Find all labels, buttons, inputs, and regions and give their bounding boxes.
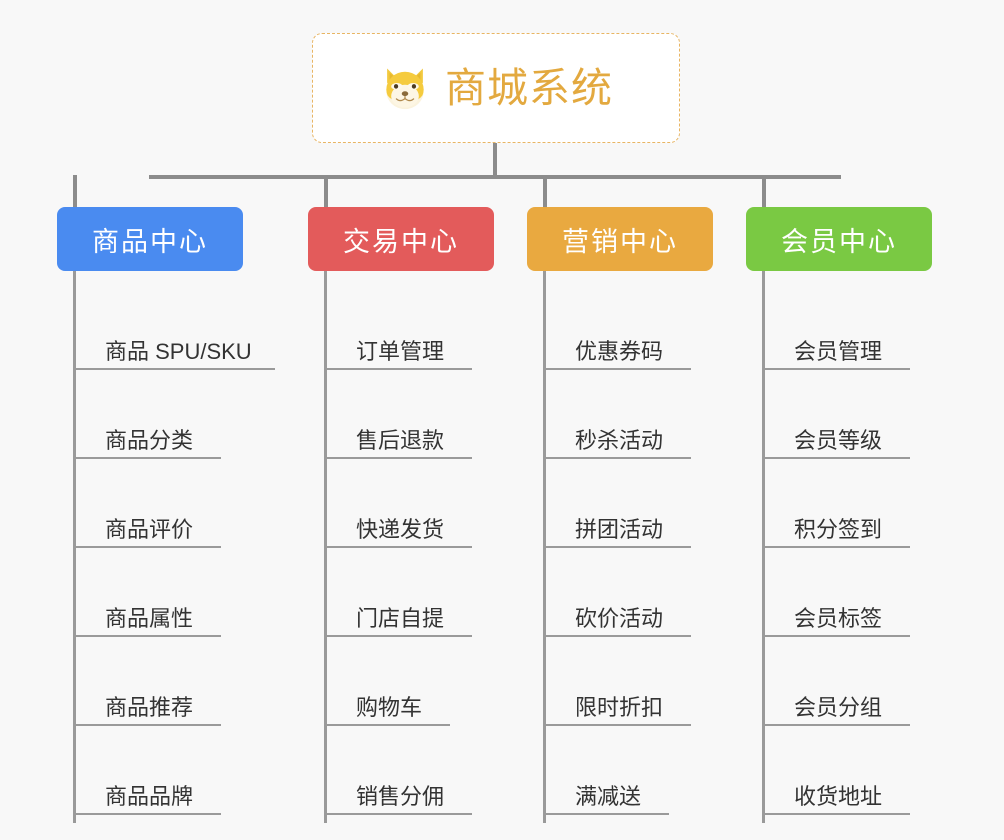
leaf-item[interactable]: 秒杀活动 [527,370,713,459]
leaf-item[interactable]: 快递发货 [308,459,494,548]
subtree-2: 订单管理售后退款快递发货门店自提购物车销售分佣 [308,271,494,823]
leaf-item[interactable]: 会员等级 [746,370,932,459]
leaf-item[interactable]: 商品属性 [57,548,243,637]
leaf-item[interactable]: 积分签到 [746,459,932,548]
leaf-item-underline [73,457,221,459]
leaf-item-underline [543,457,691,459]
leaf-item-underline [324,457,472,459]
leaf-item-underline [73,368,275,370]
leaf-item-underline [73,635,221,637]
leaf-item-label: 优惠券码 [575,338,664,364]
leaf-item-label: 会员管理 [794,338,883,364]
leaf-item-underline [324,368,472,370]
leaf-item-label: 售后退款 [356,427,445,453]
leaf-item-underline [762,368,910,370]
leaf-item[interactable]: 会员标签 [746,548,932,637]
leaf-item-underline [73,546,221,548]
leaf-item-label: 限时折扣 [575,694,664,720]
leaf-item-underline [543,546,691,548]
connector-drop-4 [762,175,766,207]
connector-root-stem [493,143,497,177]
leaf-item-underline [762,724,910,726]
leaf-item[interactable]: 商品评价 [57,459,243,548]
leaf-item-underline [324,813,472,815]
leaf-item[interactable]: 限时折扣 [527,637,713,726]
leaf-item[interactable]: 砍价活动 [527,548,713,637]
leaf-item-underline [762,813,910,815]
leaf-item-underline [762,546,910,548]
connector-drop-3 [543,175,547,207]
leaf-item-label: 满减送 [575,783,642,809]
leaf-item-label: 销售分佣 [356,783,445,809]
leaf-item-label: 砍价活动 [575,605,664,631]
leaf-item[interactable]: 商品推荐 [57,637,243,726]
category-column-4: 会员中心会员管理会员等级积分签到会员标签会员分组收货地址 [746,207,932,823]
leaf-item-label: 商品 SPU/SKU [105,338,252,364]
connector-drop-2 [324,175,328,207]
leaf-item-underline [543,635,691,637]
leaf-item-label: 订单管理 [356,338,445,364]
leaf-item-label: 商品评价 [105,516,194,542]
leaf-item-underline [73,724,221,726]
category-header-2[interactable]: 交易中心 [308,207,494,271]
leaf-item[interactable]: 商品分类 [57,370,243,459]
subtree-3: 优惠券码秒杀活动拼团活动砍价活动限时折扣满减送 [527,271,713,823]
leaf-item-label: 会员标签 [794,605,883,631]
leaf-item[interactable]: 会员管理 [746,281,932,370]
leaf-item-underline [543,813,669,815]
root-node[interactable]: 商城系统 [312,33,680,143]
leaf-item-label: 拼团活动 [575,516,664,542]
leaf-item-label: 积分签到 [794,516,883,542]
subtree-4: 会员管理会员等级积分签到会员标签会员分组收货地址 [746,271,932,823]
leaf-item-underline [762,457,910,459]
leaf-item-label: 快递发货 [356,516,445,542]
leaf-item[interactable]: 收货地址 [746,726,932,815]
leaf-item[interactable]: 会员分组 [746,637,932,726]
leaf-item-underline [762,635,910,637]
root-title: 商城系统 [445,64,613,111]
leaf-item[interactable]: 订单管理 [308,281,494,370]
leaf-item[interactable]: 商品 SPU/SKU [57,281,275,370]
leaf-item[interactable]: 销售分佣 [308,726,494,815]
leaf-item-label: 商品属性 [105,605,194,631]
leaf-item-underline [324,546,472,548]
leaf-item-underline [543,724,691,726]
leaf-item-underline [324,635,472,637]
leaf-item[interactable]: 满减送 [527,726,713,815]
connector-drop-1 [73,175,77,207]
leaf-item-label: 商品分类 [105,427,194,453]
leaf-item-label: 门店自提 [356,605,445,631]
leaf-item[interactable]: 商品品牌 [57,726,243,815]
category-column-3: 营销中心优惠券码秒杀活动拼团活动砍价活动限时折扣满减送 [527,207,713,823]
shiba-dog-icon [386,68,424,110]
category-header-3[interactable]: 营销中心 [527,207,713,271]
leaf-item[interactable]: 拼团活动 [527,459,713,548]
leaf-item-underline [73,813,221,815]
category-column-2: 交易中心订单管理售后退款快递发货门店自提购物车销售分佣 [308,207,494,823]
leaf-item-label: 购物车 [356,694,423,720]
category-header-1[interactable]: 商品中心 [57,207,243,271]
connector-horizontal-bus [149,175,841,179]
leaf-item-label: 会员等级 [794,427,883,453]
leaf-item-underline [324,724,450,726]
leaf-item[interactable]: 售后退款 [308,370,494,459]
category-column-1: 商品中心商品 SPU/SKU 商品分类商品评价商品属性商品推荐商品品牌 [57,207,275,823]
leaf-item-label: 商品推荐 [105,694,194,720]
leaf-item-label: 会员分组 [794,694,883,720]
leaf-item[interactable]: 优惠券码 [527,281,713,370]
subtree-1: 商品 SPU/SKU 商品分类商品评价商品属性商品推荐商品品牌 [57,271,275,823]
leaf-item-label: 商品品牌 [105,783,194,809]
leaf-item-underline [543,368,691,370]
leaf-item[interactable]: 购物车 [308,637,494,726]
leaf-item-label: 收货地址 [794,783,883,809]
leaf-item-label: 秒杀活动 [575,427,664,453]
category-header-4[interactable]: 会员中心 [746,207,932,271]
leaf-item[interactable]: 门店自提 [308,548,494,637]
